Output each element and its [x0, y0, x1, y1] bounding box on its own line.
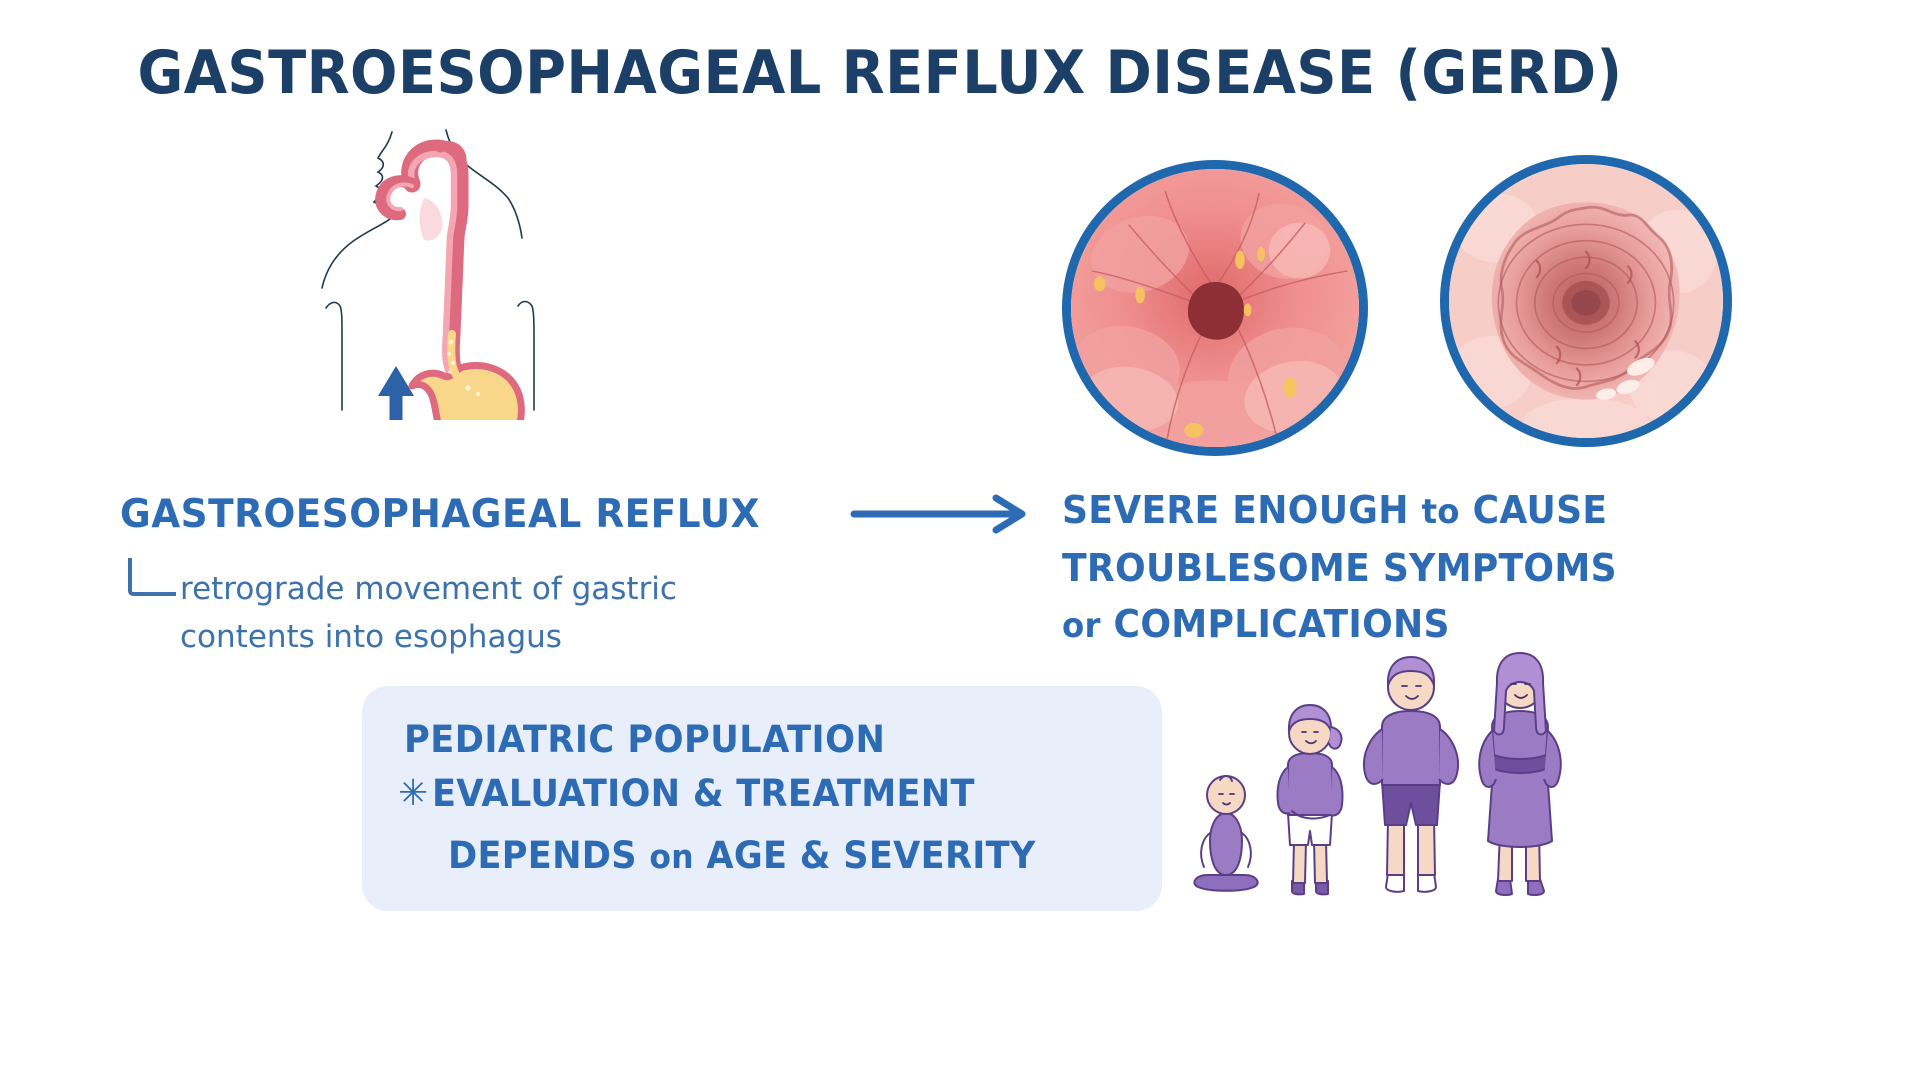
gastroesophageal-reflux-label: GASTROESOPHAGEAL REFLUX	[120, 492, 760, 537]
reflux-esophagitis-endoscopy	[1440, 155, 1732, 447]
reflux-upward-arrow	[378, 366, 414, 450]
definition-line-2: contents into esophagus	[180, 619, 562, 655]
pediatric-age-group-figures	[1180, 635, 1600, 905]
severity-line-3-main: COMPLICATIONS	[1113, 602, 1450, 646]
pediatric-heading: PEDIATRIC POPULATION	[404, 718, 886, 761]
severity-description: SEVERE ENOUGH to CAUSE TROUBLESOME SYMPT…	[1062, 482, 1727, 654]
asterisk-icon: ✳	[398, 773, 429, 814]
pediatric-bullet-lead: DEPENDS	[448, 834, 637, 877]
figure-adolescent	[1478, 652, 1562, 896]
severity-line-1-lower: to	[1421, 492, 1460, 532]
figure-infant	[1193, 775, 1259, 892]
pediatric-bullet-lower: on	[649, 837, 694, 876]
pediatric-bullet-tail: AGE & SEVERITY	[706, 834, 1036, 877]
severity-line-2: TROUBLESOME SYMPTOMS	[1062, 546, 1617, 590]
esophagus-stomach-reflux-diagram	[300, 120, 600, 461]
pediatric-bullet-line-1: EVALUATION & TREATMENT	[432, 772, 975, 815]
right-arrow-icon	[850, 492, 1050, 536]
page-title: GASTROESOPHAGEAL REFLUX DISEASE (GERD)	[137, 38, 1623, 108]
figure-child	[1276, 704, 1344, 896]
severity-line-1: SEVERE ENOUGH to CAUSE	[1062, 482, 1727, 540]
normal-esophagus-endoscopy	[1062, 160, 1368, 456]
definition-bracket	[128, 558, 176, 596]
severity-line-1-end: CAUSE	[1472, 488, 1608, 532]
pediatric-bullet-line-2: DEPENDS on AGE & SEVERITY	[448, 834, 1036, 877]
severity-line-3: or COMPLICATIONS	[1062, 596, 1727, 654]
reflux-definition-text: retrograde movement of gastric contents …	[180, 565, 880, 661]
definition-line-1: retrograde movement of gastric	[180, 571, 677, 607]
pediatric-population-box	[362, 686, 1162, 911]
severity-line-1-main: SEVERE ENOUGH	[1062, 488, 1409, 532]
figure-school-age	[1363, 656, 1459, 893]
severity-line-3-lower: or	[1062, 606, 1101, 646]
